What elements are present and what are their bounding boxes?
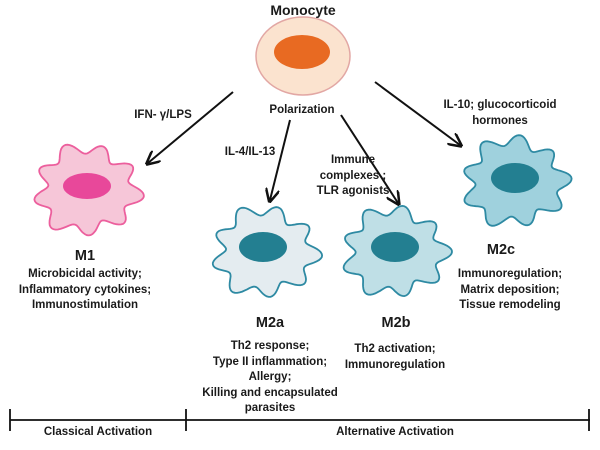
activation-timeline (9, 409, 590, 431)
monocyte-nucleus (274, 35, 330, 69)
m1-nucleus (63, 173, 111, 199)
m2a-name: M2a (255, 315, 285, 331)
stimulus-m2b-line: complexes ; (319, 169, 387, 182)
function-line: Microbicidal activity; (28, 268, 142, 280)
m2b-functions: Th2 activation; Immunoregulation (340, 342, 450, 373)
function-line: Inflammatory cytokines; (18, 283, 152, 296)
function-line: Th2 activation; (354, 343, 436, 355)
function-line: Killing and encapsulated (202, 386, 338, 399)
m1-name: M1 (74, 248, 96, 264)
function-line: Type II inflammation; (212, 355, 328, 368)
stimulus-m1: IFN- γ/LPS (134, 109, 192, 121)
stimulus-m2c-line: hormones (472, 114, 528, 127)
stimulus-m2b-line: TLR agonists (316, 185, 390, 197)
m2c-functions: Immunoregulation; Matrix deposition; Tis… (445, 267, 575, 314)
stimulus-m2b-line: Immune (330, 154, 376, 166)
function-line: Matrix deposition; (460, 283, 560, 296)
function-line: parasites (244, 402, 296, 414)
m1-macrophage (33, 143, 145, 237)
arrow-to-m1 (148, 91, 234, 163)
polarization-label: Polarization (269, 104, 335, 116)
m2a-macrophage (211, 206, 324, 298)
m1-functions: Microbicidal activity; Inflammatory cyto… (10, 267, 160, 314)
m2a-functions: Th2 response; Type II inflammation; Alle… (195, 339, 345, 417)
m2b-macrophage (342, 204, 453, 298)
alternative-activation-label: Alternative Activation (336, 426, 454, 438)
function-line: Tissue remodeling (459, 299, 561, 311)
m2c-name: M2c (486, 242, 516, 258)
m2c-macrophage (463, 134, 573, 227)
stimulus-m2b: Immune complexes ; TLR agonists (303, 153, 403, 200)
stimulus-m2a: IL-4/IL-13 (224, 146, 276, 158)
function-line: Th2 response; (230, 340, 310, 352)
arrow-to-m2a (270, 119, 291, 200)
monocyte-title: Monocyte (270, 2, 336, 18)
function-line: Immunostimulation (31, 299, 139, 311)
arrow-to-m2c (374, 81, 460, 145)
m2b-name: M2b (381, 315, 411, 331)
arrow-to-m2b (340, 114, 398, 203)
classical-activation-label: Classical Activation (43, 426, 153, 438)
stimulus-m2c: IL-10; glucocorticoid hormones (435, 98, 565, 129)
m2a-nucleus (239, 232, 287, 262)
stimulus-m2c-line: IL-10; glucocorticoid (443, 99, 557, 111)
function-line: Allergy; (248, 371, 292, 383)
monocyte-cell (255, 16, 351, 96)
function-line: Immunoregulation; (457, 268, 563, 280)
m2b-nucleus (371, 232, 419, 262)
m2c-nucleus (491, 163, 539, 193)
function-line: Immunoregulation (344, 358, 446, 371)
